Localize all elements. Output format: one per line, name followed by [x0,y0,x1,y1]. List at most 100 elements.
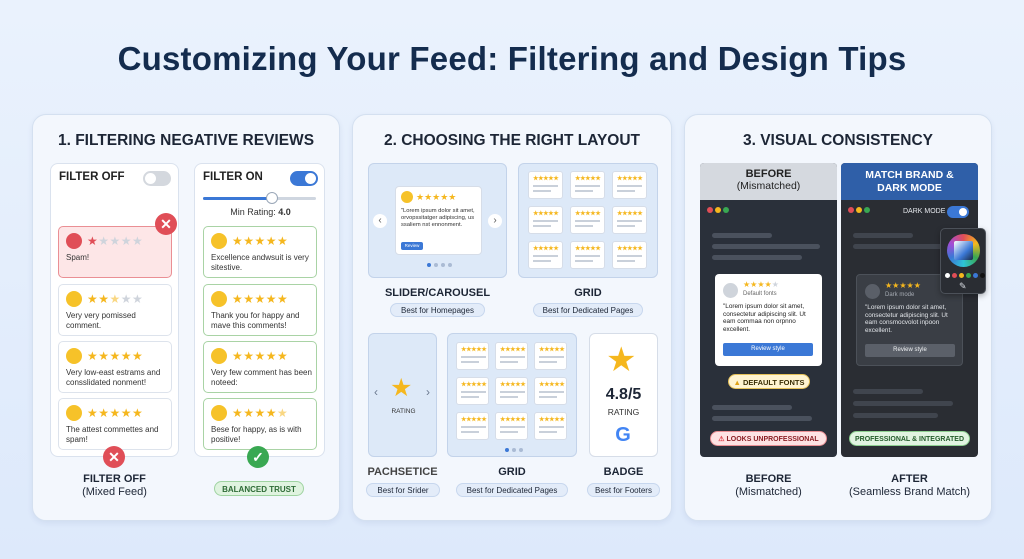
star-rating: ★★★★★ [87,234,144,248]
badge-score: 4.8/5 [605,386,642,403]
after-header: MATCH BRAND & DARK MODE [841,163,978,200]
smile-face-icon [66,405,82,421]
color-wheel-icon[interactable] [947,234,980,267]
carousel-dot[interactable] [512,448,516,452]
star-rating: ★★★★★ [885,281,921,290]
filter-on-header: FILTER ON [203,171,263,183]
panel-title: 2. CHOOSING THE RIGHT LAYOUT [383,132,641,149]
star-rating: ★★★★★ [87,292,144,306]
grid-card: ★★★★★ [570,241,605,269]
color-picker[interactable]: ✎ [940,228,986,294]
warning-icon: ▲ [733,378,743,387]
review-text: Very few comment has been noteed: [211,368,312,387]
star-icon: ★ [606,341,637,379]
grid-card: ★★★★★ [456,412,489,440]
dark-mode-toggle[interactable] [947,206,969,218]
filter-off-column: FILTER OFF ★★★★★ Spam! ★★★★★ Very very p… [50,163,179,457]
font-label: Default fonts [743,291,777,297]
grid-card: ★★★★★ [612,206,647,234]
carousel-dot[interactable] [448,263,452,267]
review-button[interactable]: Review [401,242,423,250]
swatch[interactable] [959,273,964,278]
after-caption: AFTER (Seamless Brand Match) [848,473,971,498]
star-rating: ★★★★★ [232,406,289,420]
balanced-trust-badge: BALANCED TRUST [214,481,304,496]
window-dot [723,207,729,213]
swatch[interactable] [945,273,950,278]
review-card: ★★★★★ Bese for happy, as is with positiv… [203,398,317,450]
filter-off-toggle[interactable] [143,171,171,186]
grid-card: ★★★★★ [570,171,605,199]
window-dot [864,207,870,213]
rating-slider-label: PACHSETICE [367,466,438,478]
after-preview: MATCH BRAND & DARK MODE DARK MODE ★★★★★ … [841,163,978,457]
panel-title: 3. VISUAL CONSISTENCY [742,132,934,149]
rating-slider-preview: ‹ › ★ RATING [368,333,437,457]
star-rating: ★★★★★ [232,234,289,248]
slider-card-text: "Lorem ipsum dolor sit amet, orvopssitat… [401,208,475,228]
rating-slider-tag: Best for Srider [366,483,440,497]
review-text: Thank you for happy and mave this commen… [211,311,300,330]
swatch[interactable] [980,273,985,278]
grid-card: ★★★★★ [528,171,563,199]
grid-card: ★★★★★ [495,342,528,370]
filter-off-header: FILTER OFF [59,171,125,183]
swatch[interactable] [952,273,957,278]
grid-preview-bottom: ★★★★★ ★★★★★ ★★★★★ ★★★★★ ★★★★★ ★★★★★ ★★★★… [447,333,577,457]
panel-title: 1. FILTERING NEGATIVE REVIEWS [57,132,315,149]
smile-face-icon [211,348,227,364]
google-logo-icon: G [615,424,631,446]
check-icon: ✓ [247,446,269,468]
review-card: ★★★★★ Very very pomissed comment. [58,284,172,336]
grid-card: ★★★★★ [534,342,567,370]
min-rating-slider[interactable] [203,192,316,204]
grid-card: ★★★★★ [495,412,528,440]
min-rating-label: Min Rating: 4.0 [230,207,291,217]
window-dot [707,207,713,213]
review-card: ★★★★★ Thank you for happy and mave this … [203,284,317,336]
font-label: Dark mode [885,292,915,298]
slider-tag: Best for Homepages [390,303,485,317]
review-card: ★★★★★ Excellence andwsuit is very sitest… [203,226,317,278]
avatar [723,283,738,298]
carousel-dot[interactable] [505,448,509,452]
panel-visual-consistency: 3. VISUAL CONSISTENCY BEFORE (Mismatched… [684,114,992,521]
review-card: ★★★★★ Very few comment has been noteed: [203,341,317,393]
carousel-dot[interactable] [441,263,445,267]
carousel-dot[interactable] [427,263,431,267]
slider-handle[interactable] [266,192,278,204]
review-style-button[interactable]: Review style [865,344,955,357]
star-rating: ★★★★★ [87,406,144,420]
filter-on-toggle[interactable] [290,171,318,186]
smile-face-icon [211,233,227,249]
slider-preview: ‹ › ★★★★★ "Lorem ipsum dolor sit amet, o… [368,163,507,278]
swatch[interactable] [966,273,971,278]
eyedropper-icon[interactable]: ✎ [959,281,967,291]
slider-review-card: ★★★★★ "Lorem ipsum dolor sit amet, orvop… [395,186,482,255]
before-review-card: ★★★★★ Default fonts "Lorem ipsum dolor s… [715,274,822,366]
smile-face-icon [211,405,227,421]
grid-card: ★★★★★ [456,377,489,405]
reject-x-icon: ✕ [155,213,177,235]
chevron-right-icon[interactable]: › [426,385,430,399]
grid-tag: Best for Dedicated Pages [533,303,643,317]
review-card: ★★★★★ Spam! [58,226,172,278]
chevron-right-icon[interactable]: › [488,214,502,228]
window-dot [715,207,721,213]
review-card: ★★★★★ The attest commettes and spam! [58,398,172,450]
review-text: The attest commettes and spam! [66,425,159,444]
swatch[interactable] [973,273,978,278]
review-text: Very very pomissed comment. [66,311,136,330]
badge-preview: ★ 4.8/5 RATING G [589,333,658,457]
chevron-left-icon[interactable]: ‹ [373,214,387,228]
smile-face-icon [401,191,413,203]
grid-preview: ★★★★★ ★★★★★ ★★★★★ ★★★★★ ★★★★★ ★★★★★ ★★★★… [518,163,658,278]
chevron-left-icon[interactable]: ‹ [374,385,378,399]
review-text: Excellence andwsuit is very sitestive. [211,253,309,272]
review-style-button[interactable]: Review style [723,343,813,356]
filter-off-caption: FILTER OFF (Mixed Feed) [82,473,147,498]
grid-card: ★★★★★ [495,377,528,405]
carousel-dot[interactable] [434,263,438,267]
panel-layout: 2. CHOOSING THE RIGHT LAYOUT ‹ › ★★★★★ "… [352,114,672,521]
carousel-dot[interactable] [519,448,523,452]
